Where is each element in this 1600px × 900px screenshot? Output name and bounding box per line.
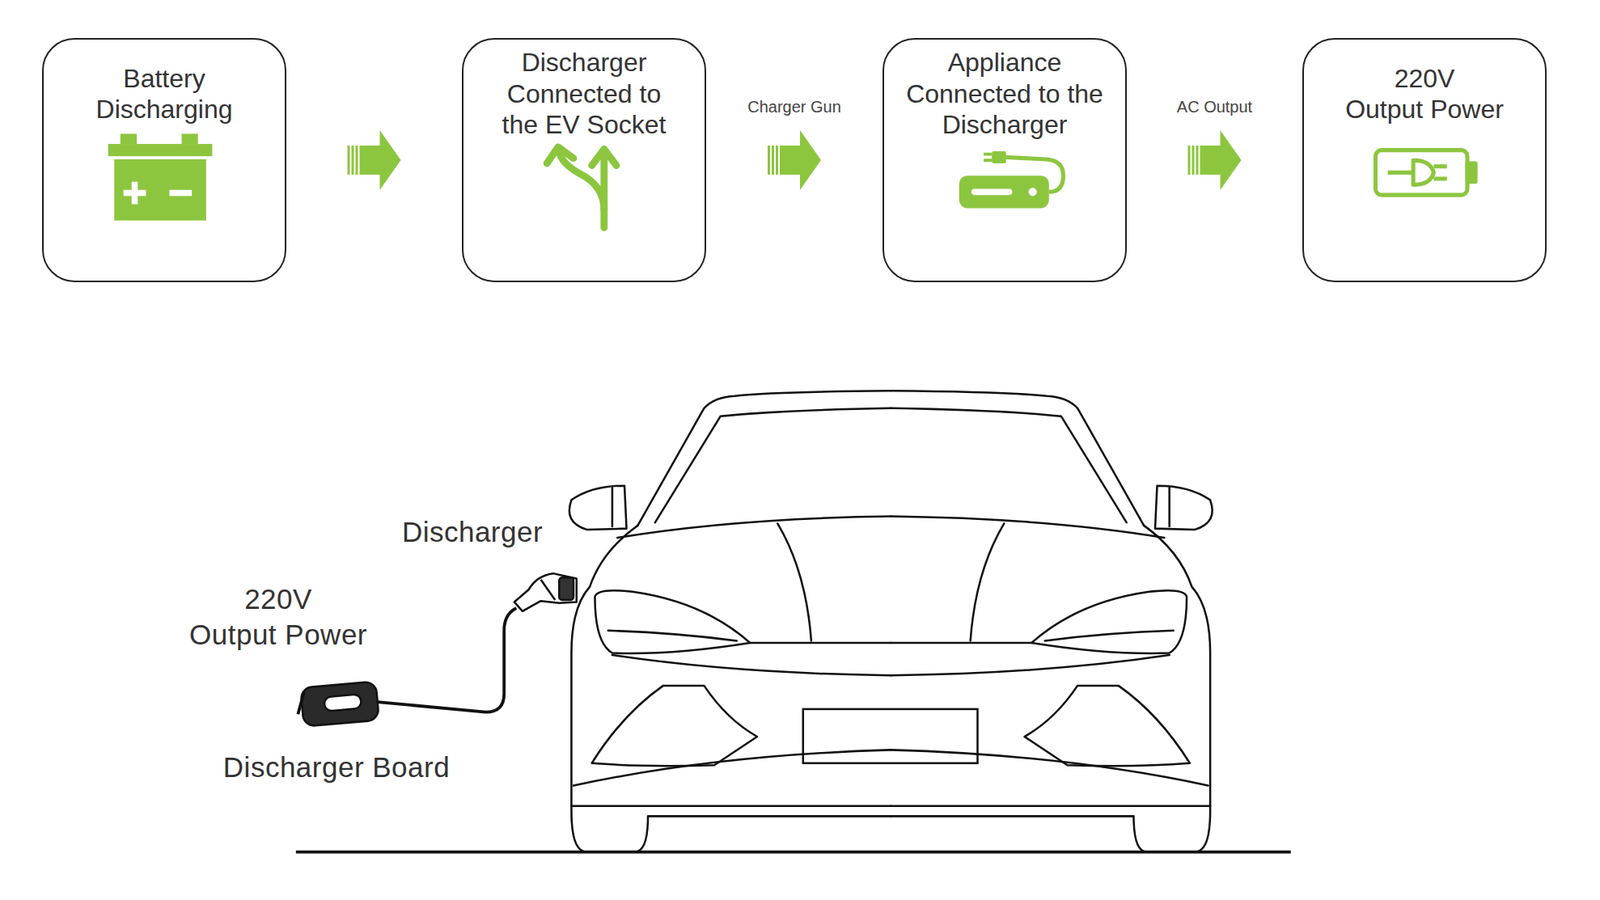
drawing-stroke (297, 691, 305, 715)
flow-arrow (347, 130, 402, 191)
drawing-stroke (131, 182, 139, 205)
drawing-stroke (1388, 170, 1414, 175)
drawing-stroke (377, 608, 517, 713)
block-arrow-part (779, 145, 802, 175)
block-arrow-part (1188, 145, 1191, 175)
block-arrow-part (1196, 145, 1199, 175)
box-text-area: Battery Discharging (43, 39, 285, 149)
edge-label: Charger Gun (744, 97, 844, 117)
drawing-stroke (120, 133, 137, 144)
drawing-stroke (323, 694, 362, 712)
car-left (569, 390, 891, 852)
block-arrow-part (1192, 145, 1195, 175)
box-title: 220V Output Power (1338, 63, 1510, 126)
flow-arrow (1188, 130, 1242, 191)
block-arrow-part (1220, 130, 1242, 191)
process-box: Battery Discharging (42, 38, 287, 283)
license-plate (803, 709, 978, 764)
output-battery-icon (1375, 150, 1476, 196)
process-box: Discharger Connected to the EV Socket (461, 38, 707, 283)
box-text-area: Discharger Connected to the EV Socket (463, 39, 705, 149)
power-bank-icon (959, 151, 1064, 209)
drawing-stroke (1433, 166, 1447, 179)
edge-label: AC Output (1174, 97, 1255, 117)
box-title: Battery Discharging (86, 63, 242, 126)
drawing-stroke (108, 143, 213, 157)
battery-icon (108, 133, 213, 221)
drawing-stroke (541, 579, 556, 601)
drawing-stroke (1413, 160, 1434, 185)
drawing-stroke (514, 573, 577, 612)
drawing-stroke (114, 159, 207, 221)
flow-arrow (767, 130, 822, 191)
block-arrow-part (775, 145, 779, 175)
block-arrow-part (359, 145, 382, 175)
process-box: 220V Output Power (1302, 38, 1547, 283)
drawing-stroke (1375, 150, 1468, 196)
box-title: Appliance Connected to the Discharger (898, 46, 1111, 140)
car-right (890, 390, 1212, 852)
part-label: Discharger (345, 514, 601, 551)
part-label: Discharger Board (194, 749, 479, 786)
process-box: Appliance Connected to the Discharger (882, 38, 1127, 283)
block-arrow-part (771, 145, 775, 175)
drawing-stroke (971, 189, 1012, 196)
block-arrow-part (355, 145, 359, 175)
part-label: 220V Output Power (185, 581, 373, 653)
block-arrow-part (1200, 145, 1223, 175)
ground-line (296, 850, 1292, 855)
box-title: Discharger Connected to the EV Socket (495, 46, 673, 140)
drawing-stroke (300, 681, 379, 728)
block-arrow-part (347, 145, 351, 175)
drawing-stroke (959, 175, 1050, 208)
drawing-stroke (1467, 163, 1476, 183)
block-arrow-part (767, 145, 771, 175)
box-text-area: 220V Output Power (1303, 39, 1545, 149)
drawing-stroke (558, 577, 574, 601)
block-arrow-part (351, 145, 355, 175)
drawing-stroke (983, 154, 992, 161)
drawing-stroke (592, 148, 617, 166)
drawing-stroke (991, 151, 1007, 164)
box-text-area: Appliance Connected to the Discharger (884, 39, 1126, 149)
drawing-stroke (182, 133, 199, 144)
drawing-stroke (169, 190, 192, 197)
block-arrow-part (380, 130, 402, 191)
drawing-stroke (1028, 187, 1038, 196)
block-arrow-part (800, 130, 822, 191)
drawing-stroke (546, 147, 574, 164)
split-arrow-icon (546, 147, 617, 229)
